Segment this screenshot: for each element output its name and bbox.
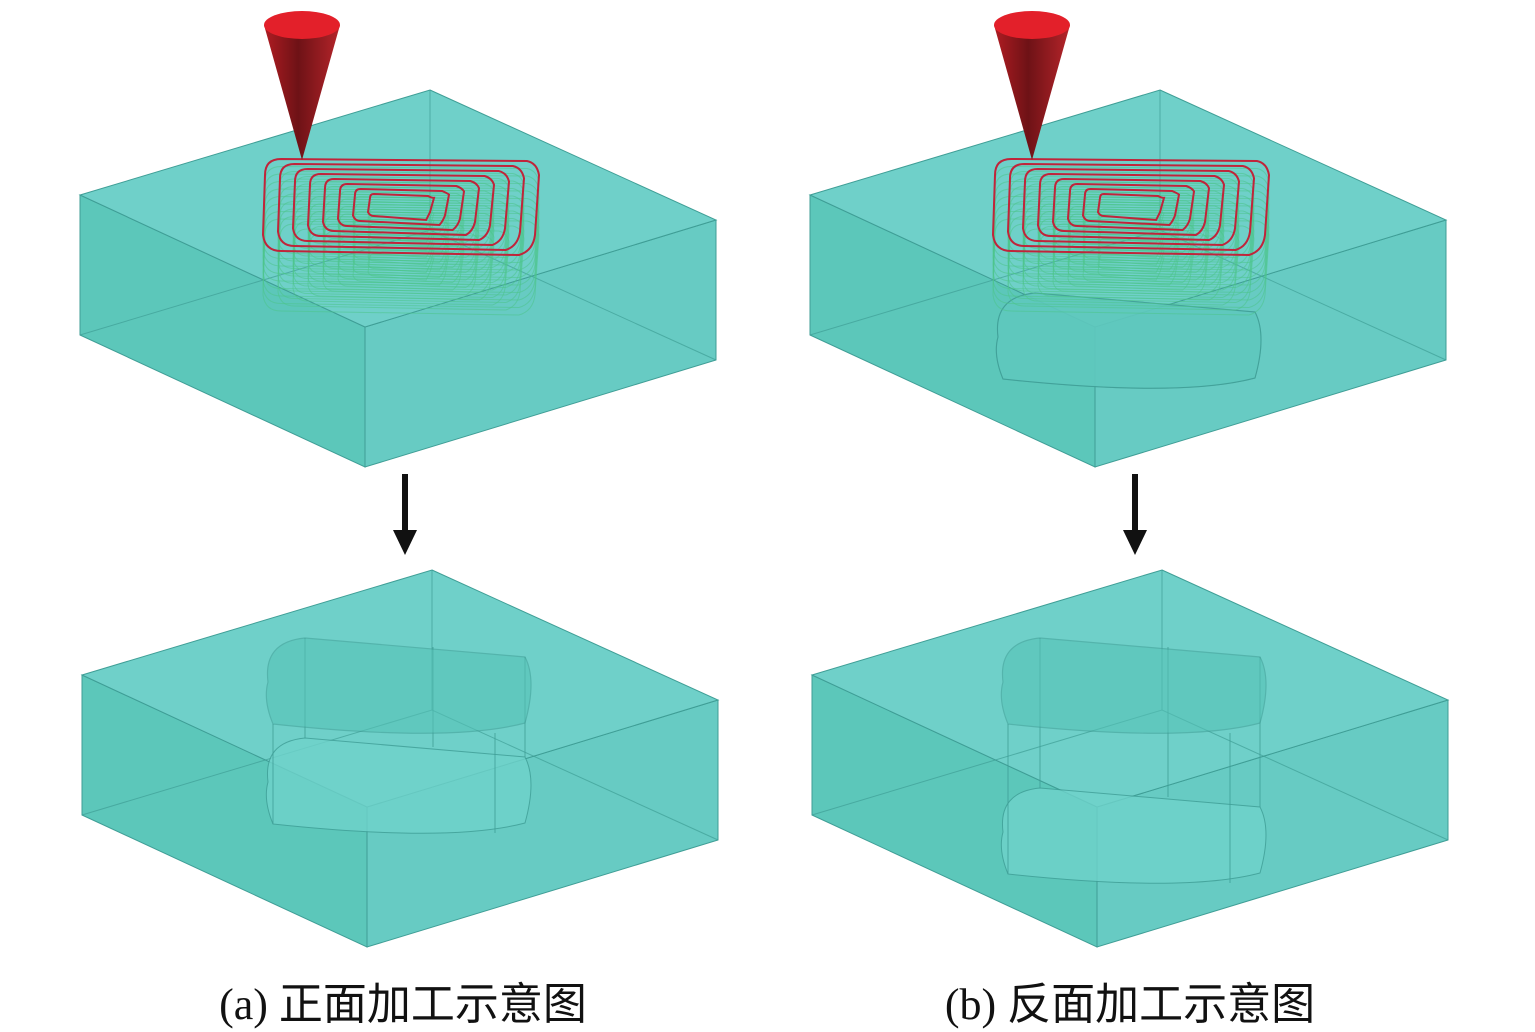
toolpath-loop-red	[276, 162, 526, 252]
machined-pocket-b	[1000, 637, 1267, 884]
process-arrow-a	[393, 474, 417, 555]
arrow-head	[393, 530, 417, 555]
tool-cone-body	[994, 25, 1070, 160]
toolpath-loop-red	[1006, 162, 1256, 252]
toolpath-layer-green	[292, 183, 510, 261]
toolpath-layer-green	[992, 173, 1270, 271]
toolpath-loop-red	[336, 182, 466, 232]
workpiece-after-b	[810, 569, 1450, 948]
toolpath-spiral-a	[261, 157, 541, 316]
workpiece-before-b	[808, 89, 1448, 468]
machined-pocket-a	[265, 637, 532, 834]
tool-cone-top	[994, 11, 1070, 39]
toolpath-loop-red	[306, 172, 496, 242]
pocket-top-outline	[995, 292, 1262, 389]
pocket-top-outline	[1000, 637, 1267, 734]
pocket-bottom	[1000, 787, 1267, 884]
process-arrow-b	[1123, 474, 1147, 555]
tool-cone-body	[264, 25, 340, 160]
block-top-face	[78, 89, 718, 328]
toolpath-loop-red	[291, 167, 511, 247]
toolpath-layer-green	[262, 173, 540, 271]
caption-b: (b) 反面加工示意图	[944, 980, 1316, 1029]
toolpath-loop-red	[351, 187, 451, 227]
toolpath-loop-red	[1036, 172, 1226, 242]
toolpath-layer-green	[1022, 183, 1240, 261]
toolpath-loop-red	[321, 177, 481, 237]
toolpath-layer-green	[262, 180, 540, 279]
tool-cone-top	[264, 11, 340, 39]
toolpath-loop-red	[366, 192, 436, 222]
toolpath-loop-red	[1021, 167, 1241, 247]
toolpath-layer-green	[1007, 178, 1255, 266]
toolpath-layer-green	[992, 180, 1270, 279]
toolpath-loop-red	[1051, 177, 1211, 237]
back-pocket-ghost-b	[995, 292, 1262, 389]
pocket-bottom	[265, 737, 532, 834]
arrow-head	[1123, 530, 1147, 555]
laser-tool-b	[994, 11, 1070, 160]
toolpath-loop-red	[1066, 182, 1196, 232]
toolpath-loop-red	[1081, 187, 1181, 227]
pocket-top-outline	[265, 637, 532, 734]
workpiece-before-a	[78, 89, 718, 468]
toolpath-spiral-b	[991, 157, 1271, 316]
toolpath-layer-green	[277, 178, 525, 266]
toolpath-loop-red	[991, 157, 1271, 257]
toolpath-loop-red	[261, 157, 541, 257]
caption-a: (a) 正面加工示意图	[219, 980, 587, 1029]
toolpath-loop-red	[1096, 192, 1166, 222]
laser-tool-a	[264, 11, 340, 160]
